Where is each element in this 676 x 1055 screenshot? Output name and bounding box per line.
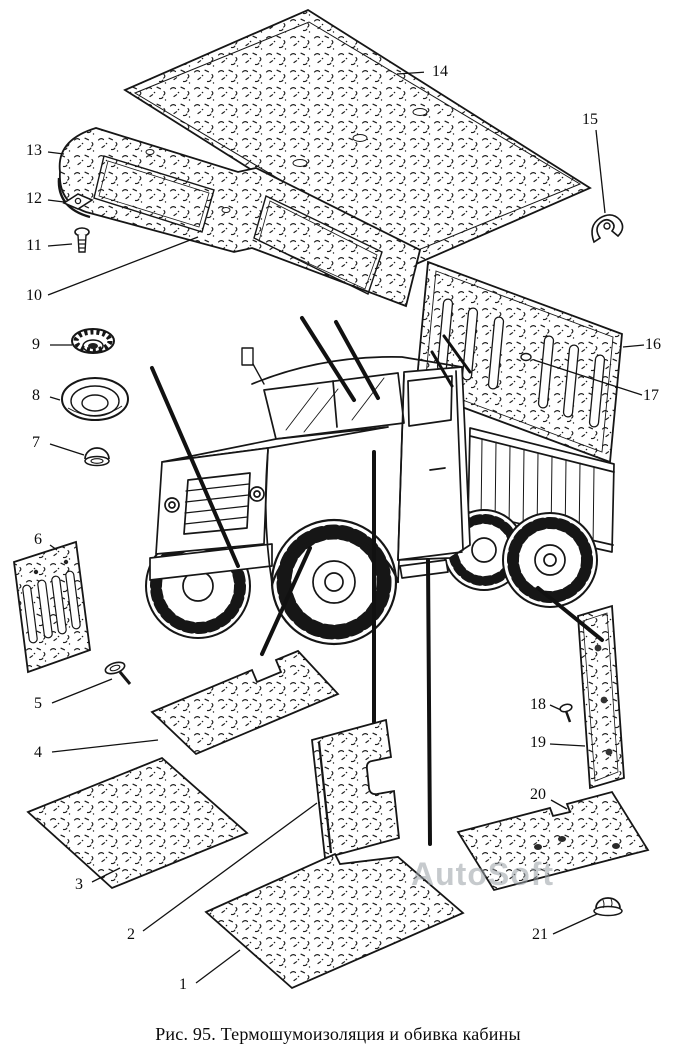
fastener-18 [559, 703, 573, 723]
leader-lines [47, 71, 645, 984]
grommet-8 [61, 377, 129, 421]
watermark: AutoSoft [411, 856, 555, 892]
side-insulation-strip-19 [577, 604, 625, 790]
grommet-9 [71, 328, 115, 354]
callout-9: 9 [32, 336, 40, 353]
plug-7 [84, 447, 110, 467]
callout-18: 18 [530, 696, 546, 713]
callout-19: 19 [530, 734, 546, 751]
headliner-panel-10-13 [57, 127, 422, 308]
callout-7: 7 [32, 434, 40, 451]
leader-11 [47, 243, 73, 247]
callout-17: 17 [643, 387, 659, 404]
door-insulation-panel-6 [13, 540, 91, 674]
floor-mat-3 [26, 756, 249, 890]
leader-18 [549, 704, 562, 711]
front-left-wheel [270, 518, 398, 646]
leader-13 [47, 151, 65, 155]
callout-11: 11 [26, 237, 41, 254]
windshield [263, 372, 405, 440]
headlight-right [249, 486, 265, 502]
hood-and-front [149, 426, 389, 584]
callout-12: 12 [26, 190, 42, 207]
figure-caption: Рис. 95. Термошумоизоляция и обивка каби… [155, 1024, 521, 1044]
placement-lines [150, 316, 604, 846]
hole-17 [520, 352, 532, 362]
truck-illustration [145, 347, 615, 646]
plug-21 [593, 897, 623, 917]
leader-20 [550, 799, 568, 810]
callout-14: 14 [432, 63, 448, 80]
exploded-parts-drawing: 1 2 3 4 5 6 7 8 9 10 11 12 13 14 15 16 1… [13, 8, 661, 993]
clip-12 [62, 193, 94, 210]
mirror [241, 347, 254, 366]
door-window [407, 375, 453, 427]
leader-3 [91, 867, 121, 883]
floor-mat-4 [150, 649, 340, 756]
callout-3: 3 [75, 876, 83, 893]
leader-16 [622, 344, 645, 348]
tunnel-panel-2 [311, 718, 400, 860]
leader-21 [552, 913, 598, 935]
grille [183, 472, 251, 535]
leader-19 [549, 743, 586, 747]
leader-7 [49, 443, 85, 456]
leader-6 [49, 544, 58, 551]
callout-15: 15 [582, 111, 598, 128]
fender-arch [270, 536, 400, 587]
callout-6: 6 [34, 531, 42, 548]
leader-17 [533, 359, 643, 396]
leader-1 [195, 949, 241, 984]
callout-2: 2 [127, 926, 135, 943]
leader-4 [51, 739, 159, 753]
callout-4: 4 [34, 744, 42, 761]
leader-12 [47, 199, 65, 203]
leader-14 [396, 71, 428, 75]
callout-labels: 1 2 3 4 5 6 7 8 9 10 11 12 13 14 15 16 1… [26, 60, 661, 993]
fastener-5 [104, 661, 132, 685]
leader-10 [47, 236, 199, 296]
bracket-15 [591, 214, 624, 244]
headlight-left [164, 497, 180, 513]
callout-16: 16 [645, 336, 661, 353]
leader-15 [595, 129, 606, 214]
back-wall-insulation-panel-16 [415, 260, 623, 464]
callout-10: 10 [26, 287, 42, 304]
callout-8: 8 [32, 387, 40, 404]
callout-5: 5 [34, 695, 42, 712]
floor-mat-1 [204, 852, 465, 990]
leader-2 [142, 802, 318, 932]
leader-5 [51, 678, 113, 704]
floor-mat-20 [456, 790, 650, 892]
callout-1: 1 [179, 976, 187, 993]
callout-20: 20 [530, 786, 546, 803]
callout-21: 21 [532, 926, 548, 943]
callout-13: 13 [26, 142, 42, 159]
leader-8 [49, 396, 61, 401]
screw-11 [74, 227, 90, 253]
